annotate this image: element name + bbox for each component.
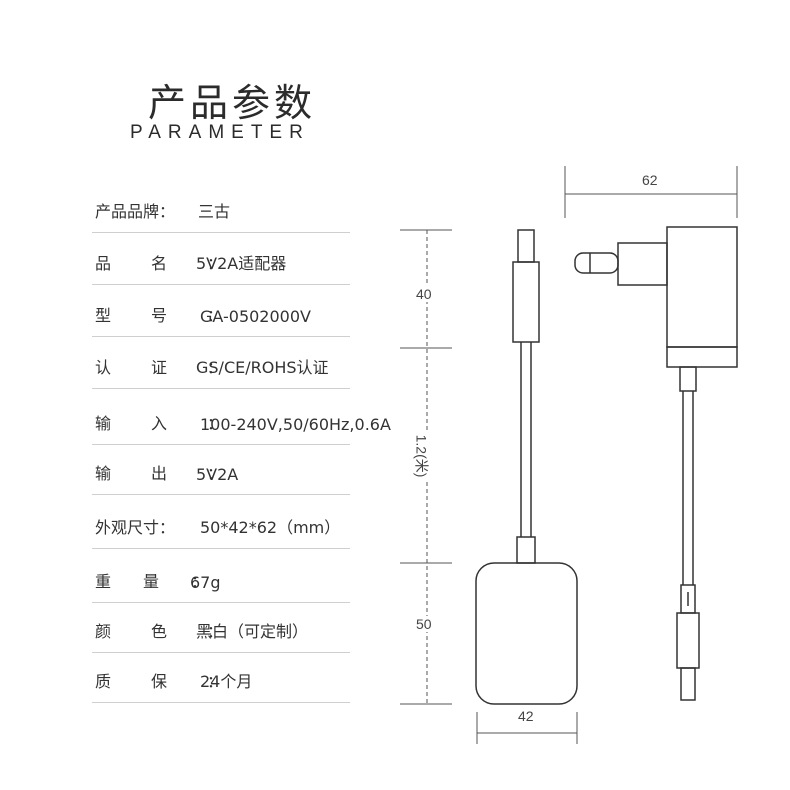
side-dc-plug-body bbox=[676, 612, 700, 669]
cable-strain-relief bbox=[516, 536, 536, 564]
spec-row-weight: 重量： 67g bbox=[92, 548, 350, 603]
dc-plug-body bbox=[512, 261, 540, 343]
spec-value: GA-0502000V bbox=[200, 307, 311, 326]
spec-row-warranty: 质保： 24个月 bbox=[92, 652, 350, 703]
spec-value: GS/CE/ROHS认证 bbox=[196, 358, 329, 377]
spec-label: 输出： bbox=[95, 464, 224, 483]
dim-label-cable-length: 1.2(米) bbox=[411, 432, 432, 480]
spec-row-dimensions: 外观尺寸： 50*42*62（mm） bbox=[92, 494, 350, 549]
dim-label-42: 42 bbox=[516, 708, 536, 724]
spec-row-certification: 认证： GS/CE/ROHS认证 bbox=[92, 336, 350, 389]
adapter-body-side bbox=[666, 226, 738, 348]
page-title: 产品参数 bbox=[148, 81, 317, 125]
plug-pin bbox=[574, 252, 619, 274]
dim-label-40: 40 bbox=[414, 286, 434, 302]
plug-base bbox=[617, 242, 668, 286]
adapter-head bbox=[475, 562, 578, 705]
spec-value: 黑白（可定制） bbox=[196, 622, 309, 641]
spec-value: 67g bbox=[190, 573, 221, 592]
spec-row-name: 品名： 5V2A适配器 bbox=[92, 232, 350, 285]
dim-label-50: 50 bbox=[414, 616, 434, 632]
spec-row-model: 型号： GA-0502000V bbox=[92, 284, 350, 337]
spec-label: 型号： bbox=[95, 306, 224, 325]
spec-value: 50*42*62（mm） bbox=[200, 518, 341, 537]
spec-row-color: 颜色： 黑白（可定制） bbox=[92, 602, 350, 653]
spec-value: 100-240V,50/60Hz,0.6A bbox=[200, 415, 391, 434]
spec-label: 质保： bbox=[95, 672, 224, 691]
spec-value: 三古 bbox=[198, 202, 231, 221]
page-subtitle: PARAMETER bbox=[130, 122, 310, 143]
spec-label: 外观尺寸： bbox=[95, 518, 176, 537]
spec-value: 24个月 bbox=[200, 672, 253, 691]
spec-row-output: 输出： 5V2A bbox=[92, 444, 350, 495]
spec-label: 认证： bbox=[95, 358, 224, 377]
dc-plug-tip bbox=[517, 229, 535, 263]
side-dc-plug-tip bbox=[680, 667, 696, 701]
adapter-body-base bbox=[666, 346, 738, 368]
spec-row-input: 输入： 100-240V,50/60Hz,0.6A bbox=[92, 388, 391, 445]
spec-row-brand: 产品品牌： 三古 bbox=[92, 180, 350, 233]
spec-value: 5V2A适配器 bbox=[196, 254, 287, 273]
spec-label: 品名： bbox=[95, 254, 224, 273]
spec-value: 5V2A bbox=[196, 465, 239, 484]
dim-label-62: 62 bbox=[640, 172, 660, 188]
spec-label: 重量： bbox=[95, 572, 208, 591]
spec-label: 颜色： bbox=[95, 622, 224, 641]
side-strain-relief bbox=[679, 366, 697, 392]
spec-label: 输入： bbox=[95, 414, 224, 433]
spec-label: 产品品牌： bbox=[95, 202, 176, 221]
